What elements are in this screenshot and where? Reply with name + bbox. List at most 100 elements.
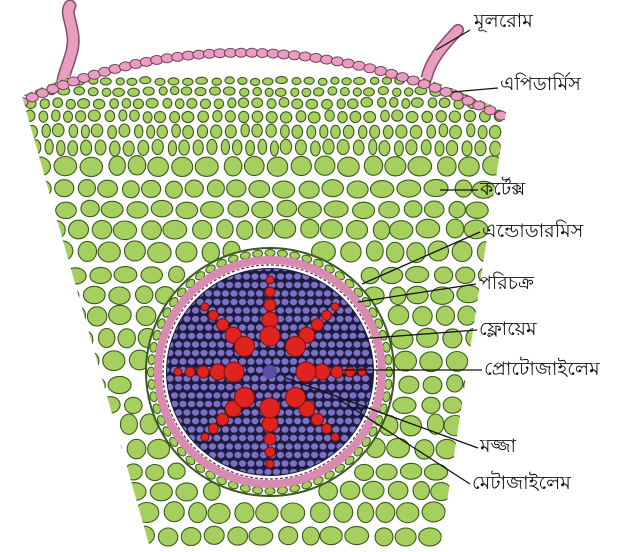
label-phloem: ফ্লোয়েম bbox=[479, 320, 537, 339]
cortex-cell bbox=[196, 77, 208, 84]
stele-cell bbox=[307, 392, 314, 398]
cortex-cell bbox=[28, 157, 51, 176]
cortex-cell bbox=[166, 181, 183, 198]
cortex-cell bbox=[370, 125, 380, 138]
cortex-cell bbox=[415, 440, 434, 459]
cortex-cell bbox=[452, 242, 472, 262]
cortex-cell bbox=[404, 201, 422, 217]
stele-cell bbox=[264, 469, 271, 475]
cortex-cell bbox=[347, 181, 368, 198]
cortex-cell bbox=[2, 375, 19, 392]
cortex-cell bbox=[292, 99, 303, 109]
stele-cell bbox=[179, 324, 186, 330]
cortex-cell bbox=[252, 124, 262, 137]
cortex-cell bbox=[88, 527, 107, 545]
stele-cell bbox=[294, 443, 301, 449]
cortex-cell bbox=[23, 397, 44, 413]
cortex-cell bbox=[370, 77, 379, 84]
stele-cell bbox=[243, 409, 250, 415]
cortex-cell bbox=[451, 503, 469, 523]
stele-cell bbox=[243, 273, 250, 279]
stele-cell bbox=[222, 290, 229, 296]
cortex-cell bbox=[338, 112, 347, 123]
cortex-cell bbox=[436, 439, 458, 458]
stele-cell bbox=[328, 443, 335, 449]
cortex-cell bbox=[446, 141, 457, 156]
cortex-cell bbox=[353, 202, 375, 218]
epidermis-cell bbox=[342, 59, 354, 68]
epidermis-cell bbox=[256, 49, 268, 58]
cortex-cell bbox=[98, 242, 120, 262]
cortex-cell bbox=[142, 180, 161, 197]
stele-cell bbox=[226, 384, 233, 390]
cortex-cell bbox=[323, 139, 334, 154]
cortex-cell bbox=[238, 98, 248, 108]
cortex-cell bbox=[223, 549, 246, 552]
stele-cell bbox=[307, 299, 314, 305]
stele-cell bbox=[226, 350, 233, 356]
cortex-cell bbox=[308, 112, 320, 123]
cortex-cell bbox=[393, 397, 416, 413]
stele-cell bbox=[307, 426, 314, 432]
cortex-cell bbox=[281, 125, 290, 138]
cortex-cell bbox=[110, 141, 120, 156]
cortex-cell bbox=[359, 126, 367, 139]
cortex-cell bbox=[52, 352, 73, 372]
cortex-cell bbox=[142, 221, 162, 240]
cortex-cell bbox=[469, 527, 489, 545]
stele-cell bbox=[213, 401, 220, 407]
stele-cell bbox=[251, 452, 258, 458]
cortex-cell bbox=[136, 306, 156, 325]
cortex-cell bbox=[495, 201, 512, 217]
cortex-cell bbox=[369, 548, 385, 552]
cortex-cell bbox=[325, 110, 334, 121]
cortex-cell bbox=[363, 481, 384, 499]
cortex-cell bbox=[337, 99, 345, 109]
stele-cell bbox=[311, 452, 318, 458]
stele-cell bbox=[302, 452, 309, 458]
cortex-cell bbox=[249, 181, 270, 198]
xylem-vessel bbox=[217, 413, 229, 425]
cortex-cell bbox=[354, 78, 366, 85]
cortex-cell bbox=[391, 330, 413, 349]
cortex-cell bbox=[29, 286, 52, 303]
stele-cell bbox=[285, 273, 292, 279]
stele-cell bbox=[200, 409, 207, 415]
cortex-cell bbox=[155, 78, 165, 85]
stele-cell bbox=[226, 452, 233, 458]
cortex-cell bbox=[394, 141, 403, 156]
stele-cell bbox=[209, 384, 216, 390]
cortex-cell bbox=[69, 220, 89, 239]
stele-cell bbox=[192, 418, 199, 424]
endodermis-cell bbox=[386, 367, 393, 377]
stele-cell bbox=[311, 282, 318, 288]
cortex-cell bbox=[466, 202, 488, 218]
cortex-cell bbox=[459, 157, 480, 176]
xylem-arms bbox=[174, 276, 366, 468]
cortex-cell bbox=[113, 88, 125, 96]
cortex-cell bbox=[435, 267, 453, 283]
cortex-cell bbox=[387, 438, 410, 457]
cortex-cell bbox=[279, 527, 298, 545]
cortex-cell bbox=[83, 286, 105, 303]
stele-cell bbox=[345, 350, 352, 356]
cortex-cell bbox=[252, 201, 273, 217]
cortex-cell bbox=[315, 156, 335, 175]
xylem-vessel bbox=[358, 368, 366, 376]
cortex-cell bbox=[422, 502, 445, 522]
epidermis-cell bbox=[288, 51, 300, 60]
cortex-cell bbox=[406, 111, 418, 122]
cortex-cell bbox=[100, 78, 111, 85]
stele-cell bbox=[273, 358, 280, 364]
epidermis-cell bbox=[299, 52, 311, 61]
cortex-cell bbox=[193, 140, 203, 155]
stele-cell bbox=[285, 443, 292, 449]
stele-cell bbox=[277, 375, 284, 381]
stele-cell bbox=[285, 307, 292, 313]
cortex-cell bbox=[450, 126, 462, 139]
cortex-cell bbox=[183, 78, 193, 85]
stele-cell bbox=[290, 435, 297, 441]
cortex-cell bbox=[176, 483, 198, 501]
cortex-cell bbox=[273, 181, 295, 198]
epidermis-cell bbox=[310, 53, 322, 62]
